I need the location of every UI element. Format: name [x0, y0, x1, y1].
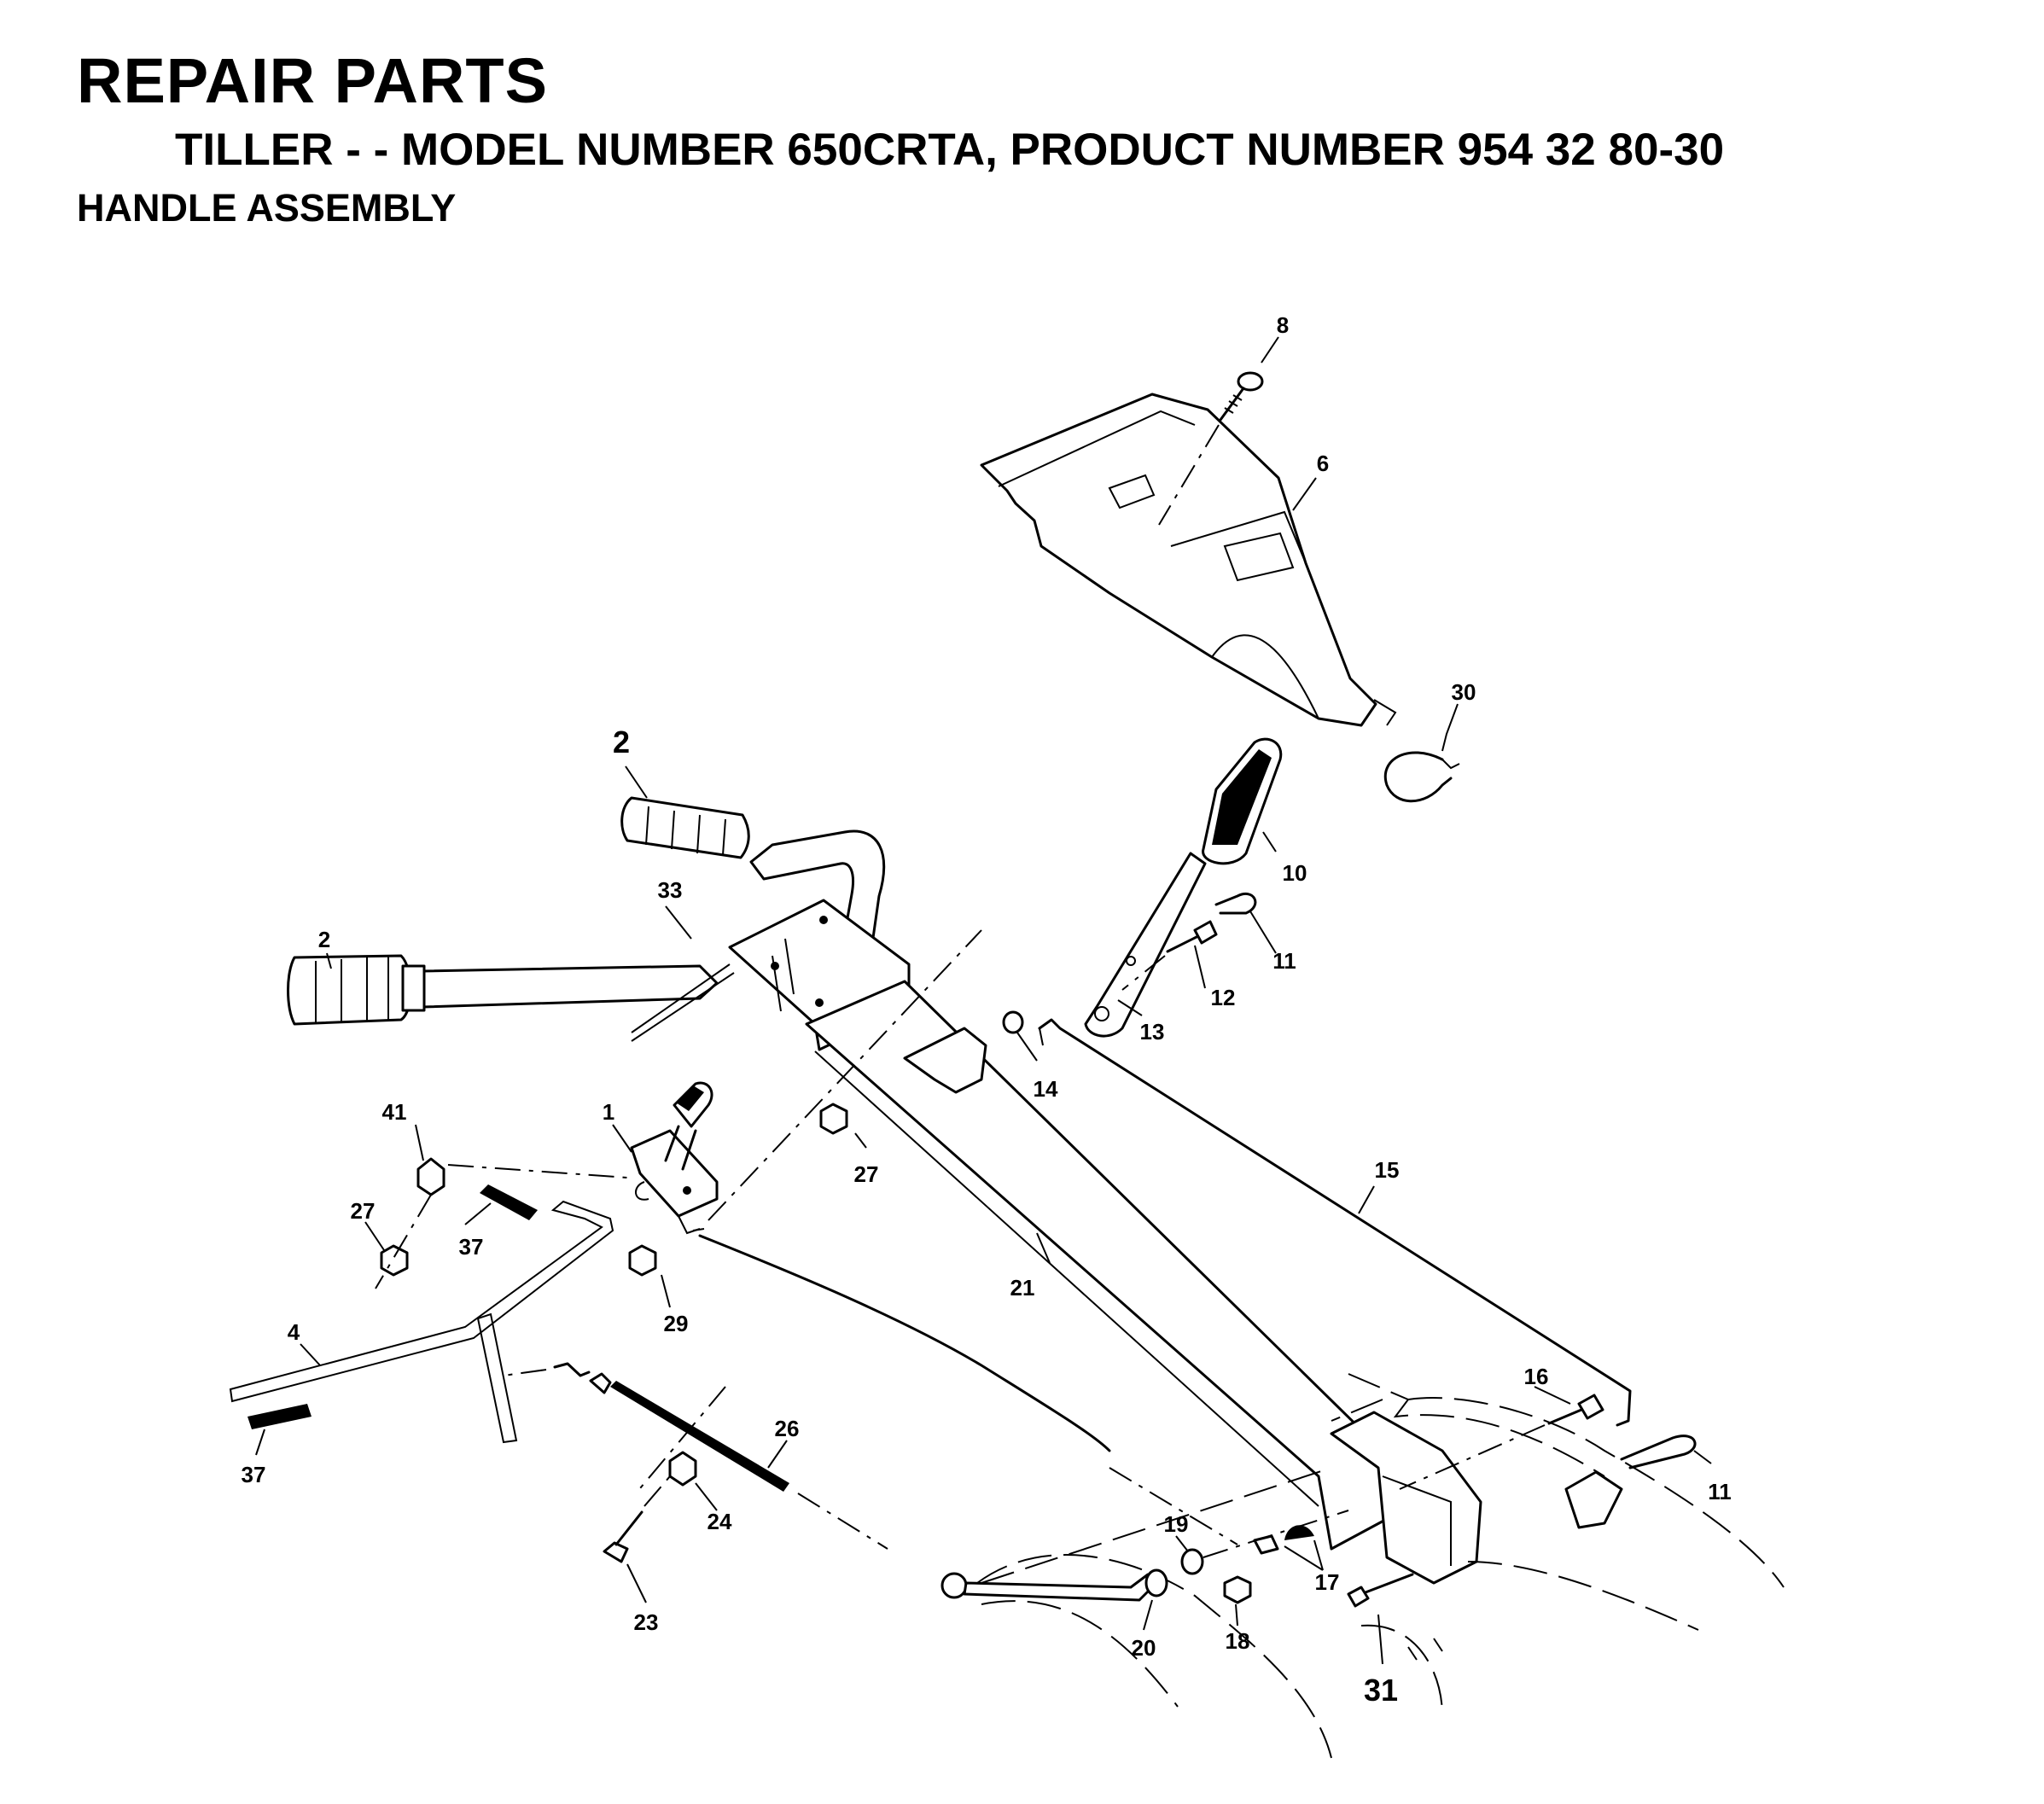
callout-4: 4 [288, 1319, 300, 1345]
pin-part-37-lower [247, 1404, 312, 1429]
nut-part-27 [819, 1103, 848, 1135]
callout-6: 6 [1317, 451, 1329, 476]
callout-14: 14 [1034, 1076, 1058, 1102]
callout-27-left: 27 [351, 1198, 376, 1224]
callout-27-right: 27 [854, 1161, 879, 1187]
callout-2-upper: 2 [613, 725, 630, 759]
callout-24: 24 [708, 1509, 732, 1534]
rod-part-15 [1038, 1018, 1632, 1427]
pivot-bracket [1564, 1470, 1623, 1529]
callout-37-upper: 37 [459, 1234, 484, 1260]
callout-23: 23 [634, 1609, 659, 1635]
cable-clamp-part-24 [668, 1451, 697, 1487]
lever-part-13 [1084, 852, 1207, 1038]
bolt-part-12 [1166, 920, 1218, 953]
model-subtitle: TILLER - - MODEL NUMBER 650CRTA, PRODUCT… [175, 125, 1725, 175]
callout-2-lower: 2 [318, 927, 330, 952]
washer-part-19 [1180, 1548, 1204, 1575]
cable-part-26 [503, 1362, 888, 1550]
bracket-part-1 [630, 1081, 719, 1235]
callout-26: 26 [775, 1416, 800, 1441]
callout-8: 8 [1277, 312, 1289, 338]
lever-grip-part-10 [1202, 737, 1283, 865]
bolt-part-23 [603, 1475, 671, 1563]
spacer-part-17 [1253, 1534, 1279, 1555]
callout-31: 31 [1364, 1673, 1398, 1708]
bolt-part-31 [1347, 1573, 1414, 1608]
handle-panel-part-6 [980, 393, 1397, 727]
callout-11-upper: 11 [1272, 948, 1296, 974]
grip-lower-part-2 [287, 954, 426, 1026]
callout-15: 15 [1375, 1157, 1400, 1183]
bushing-part-17 [1284, 1525, 1314, 1540]
callout-21: 21 [1010, 1275, 1035, 1301]
screw-part-8 [1219, 371, 1264, 422]
callout-11-lower: 11 [1708, 1479, 1732, 1504]
callout-20: 20 [1132, 1635, 1156, 1661]
shift-rod-part-4 [229, 1200, 614, 1444]
depth-lever-part-20 [940, 1568, 1168, 1602]
cable-clip-part-41 [416, 1157, 445, 1196]
grip-upper-part-2 [620, 796, 750, 859]
spacer-part-14 [1002, 1010, 1024, 1034]
callout-30: 30 [1452, 679, 1476, 705]
callout-12: 12 [1211, 985, 1236, 1010]
retaining-ring-part-30 [1383, 751, 1453, 803]
callout-19: 19 [1164, 1511, 1189, 1537]
nut-part-27-left [380, 1244, 409, 1277]
centerline [635, 1386, 726, 1494]
section-title: HANDLE ASSEMBLY [77, 186, 457, 230]
page-title: REPAIR PARTS [77, 45, 548, 116]
callout-13: 13 [1140, 1019, 1165, 1045]
nut-part-18 [1223, 1575, 1252, 1604]
callout-33: 33 [658, 877, 683, 903]
callout-17: 17 [1315, 1569, 1340, 1595]
hairpin-clip-part-11 [1214, 893, 1257, 915]
callout-37-lower: 37 [242, 1462, 266, 1487]
callout-1: 1 [603, 1099, 614, 1125]
cable-part-21 [698, 1234, 1111, 1452]
callout-29: 29 [664, 1311, 689, 1336]
callout-10: 10 [1283, 860, 1307, 886]
pin-part-37 [480, 1184, 538, 1220]
callout-18: 18 [1226, 1628, 1250, 1654]
bolt-part-16 [1399, 1394, 1604, 1490]
hairpin-clip-part-11-right [1620, 1434, 1697, 1469]
nut-part-29 [628, 1244, 657, 1277]
callout-labels: 8 6 30 2 10 33 11 2 12 13 14 1 41 27 27 … [242, 312, 1732, 1708]
callout-16: 16 [1524, 1364, 1549, 1389]
handle-tube [728, 899, 1482, 1585]
callout-41: 41 [382, 1099, 407, 1125]
